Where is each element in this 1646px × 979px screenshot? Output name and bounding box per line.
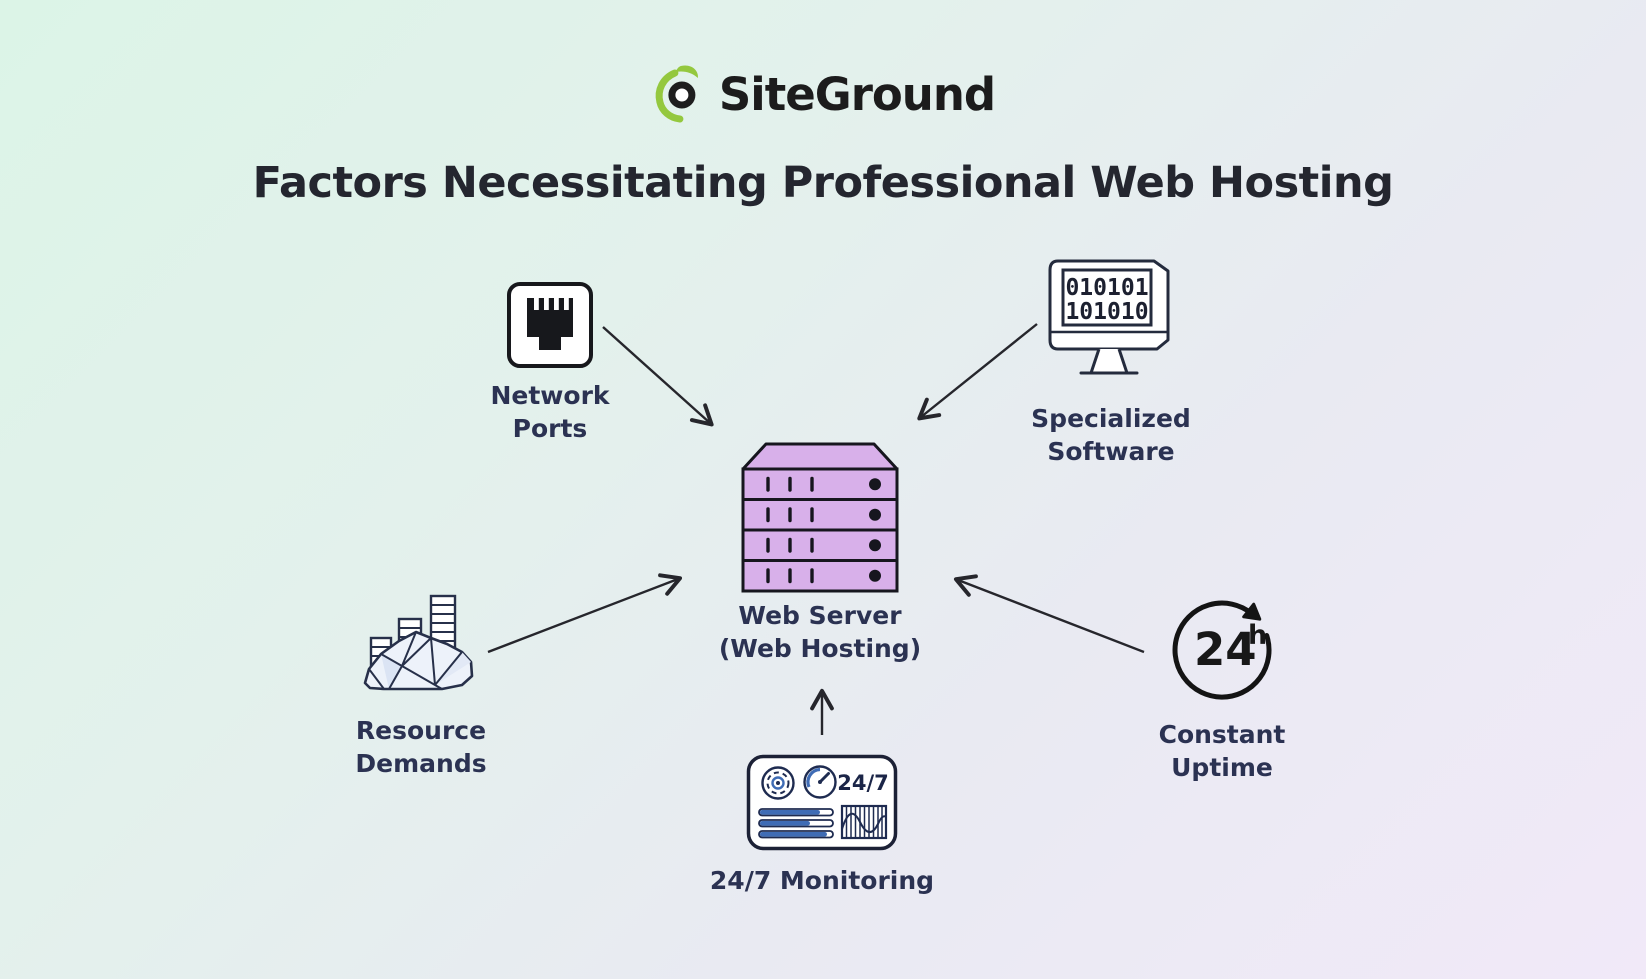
specialized-software-label: Specialized Software	[1031, 402, 1191, 468]
page-title: Factors Necessitating Professional Web H…	[252, 158, 1394, 208]
specialized-software-label-line1: Specialized	[1031, 404, 1191, 433]
resource-demands-label-line1: Resource	[355, 716, 487, 745]
waveform-chart	[840, 804, 888, 840]
binary-screen-line2: 101010	[1065, 299, 1148, 325]
binary-monitor-icon: 010101 101010	[1048, 259, 1170, 375]
siteground-logo: SiteGround	[651, 62, 996, 126]
specialized-software-label-line2: Software	[1047, 437, 1175, 466]
dashboard-card-icon: 24/7	[746, 754, 898, 851]
factor-constant-uptime: 24 h Constant Uptime	[1097, 586, 1347, 784]
uptime-badge-unit: h	[1248, 620, 1267, 651]
server-rack-icon	[741, 442, 899, 593]
constant-uptime-label-line1: Constant	[1158, 720, 1286, 749]
web-server-node: Web Server (Web Hosting)	[690, 441, 950, 665]
progress-bars	[758, 808, 834, 839]
cloud-facet-lines	[368, 631, 463, 690]
uptime-badge-value: 24	[1194, 623, 1257, 676]
web-server-label: Web Server (Web Hosting)	[719, 599, 921, 665]
siteground-logo-text: SiteGround	[718, 67, 996, 121]
factor-resource-demands: Resource Demands	[296, 586, 546, 780]
factor-network-ports: Network Ports	[450, 281, 650, 445]
constant-uptime-label-line2: Uptime	[1171, 753, 1273, 782]
web-server-label-line1: Web Server	[738, 601, 902, 630]
network-ports-label-line2: Ports	[512, 414, 588, 443]
resource-demands-label-line2: Demands	[355, 749, 487, 778]
ethernet-port-icon	[507, 282, 593, 368]
monitoring-label: 24/7 Monitoring	[710, 864, 934, 897]
siteground-swirl-icon	[655, 65, 698, 123]
binary-screen-line1: 010101	[1065, 275, 1148, 301]
monitoring-label-line1: 24/7 Monitoring	[709, 866, 935, 895]
factor-specialized-software: 010101 101010 Specialized Software	[981, 256, 1241, 468]
network-ports-label-line1: Network	[490, 381, 610, 410]
constant-uptime-label: Constant Uptime	[1159, 718, 1286, 784]
cloud-bar-chart-icon	[363, 594, 474, 691]
web-server-label-line2: (Web Hosting)	[718, 634, 922, 663]
radar-icon	[761, 766, 795, 800]
gauge-icon	[803, 765, 837, 799]
factor-monitoring: 24/7 24/7 Monitoring	[692, 754, 952, 897]
server-row-leds	[869, 478, 881, 582]
network-ports-label: Network Ports	[490, 379, 609, 445]
24h-rotation-icon: 24 h	[1172, 600, 1272, 700]
monitoring-badge: 24/7	[837, 771, 889, 795]
resource-demands-label: Resource Demands	[355, 714, 486, 780]
server-row-dashes	[766, 476, 814, 584]
